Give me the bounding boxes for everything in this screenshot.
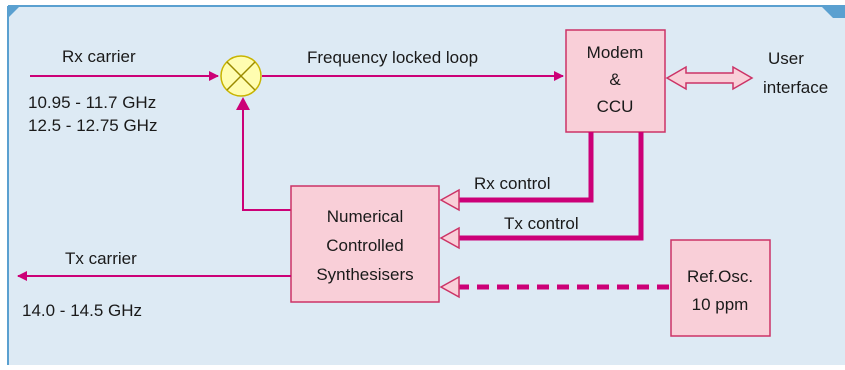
synth-to-mixer-line: [242, 107, 291, 211]
fll-label: Frequency locked loop: [307, 48, 478, 67]
synth-line-2: Controlled: [326, 236, 404, 255]
corner-mark-right: [821, 6, 845, 18]
modem-line-3: CCU: [597, 97, 634, 116]
refosc-arrowhead: [439, 275, 460, 299]
user-interface-label-2: interface: [763, 78, 828, 97]
synthesisers-block: Numerical Controlled Synthesisers: [290, 185, 440, 303]
rx-band-label-2: 12.5 - 12.75 GHz: [28, 116, 157, 135]
tx-control-label: Tx control: [504, 214, 579, 233]
modem-line-2: &: [609, 70, 621, 89]
user-interface-label-1: User: [768, 49, 804, 68]
modem-ccu-block: Modem & CCU: [565, 29, 666, 133]
tx-band-label: 14.0 - 14.5 GHz: [22, 301, 142, 320]
synth-line-3: Synthesisers: [316, 265, 413, 284]
double-arrow-icon: [665, 65, 754, 91]
rx-band-label-1: 10.95 - 11.7 GHz: [28, 93, 156, 112]
rx-carrier-label: Rx carrier: [62, 47, 136, 66]
corner-mark-left: [8, 6, 20, 18]
synth-to-mixer-arrowhead: [236, 97, 250, 110]
reference-oscillator-block: Ref.Osc. 10 ppm: [670, 239, 771, 337]
refosc-line-1: Ref.Osc.: [687, 267, 753, 286]
tx-control-arrowhead: [439, 226, 460, 250]
tx-control-line: [458, 132, 644, 241]
refosc-line-2: 10 ppm: [692, 295, 749, 314]
rx-control-arrowhead: [439, 188, 460, 212]
rx-control-line: [458, 132, 594, 203]
mixer-icon: [220, 55, 262, 97]
tx-carrier-label: Tx carrier: [65, 249, 137, 268]
rx-control-label: Rx control: [474, 174, 551, 193]
synth-line-1: Numerical: [327, 207, 404, 226]
modem-line-1: Modem: [587, 43, 644, 62]
